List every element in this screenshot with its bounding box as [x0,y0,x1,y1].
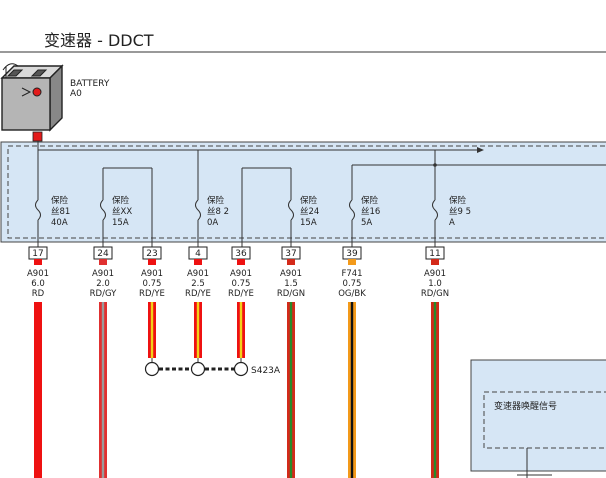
pin-terminal [237,259,245,265]
fuse-1-line1: 保险 [51,195,69,206]
wire-stripe [196,302,200,358]
splice-s423a: S423A [144,358,281,377]
wire-size: 0.75 [232,279,251,289]
wire-color-code: OG/BK [338,289,366,299]
transmission-module: 变速器唤醒信号 [470,359,606,478]
wire-stripe [433,302,437,478]
pin-number: 11 [429,249,440,259]
busbar-lines [37,141,606,247]
fuse-2-line2: 丝XX [112,206,132,217]
pin-terminal [431,259,439,265]
wire-connector: A901 [141,269,163,279]
wire-connector: F741 [341,269,362,279]
pin-number: 23 [146,249,157,259]
wire-color-code: RD/YE [139,289,165,299]
fuse-3-rating: 0A [207,218,218,228]
fuse-box [0,141,606,243]
fuse-5-line2: 丝16 [361,206,380,217]
wire-size: 2.0 [96,279,110,289]
splice-node-1 [144,361,160,377]
module-label: 变速器唤醒信号 [494,400,557,412]
pin-number: 24 [97,249,109,259]
page-title: 变速器 - DDCT [44,31,154,50]
wire-size: 6.0 [31,279,45,289]
battery-terminal [32,131,43,142]
fuse-5: 保险 丝16 5A [349,195,380,247]
wire-color-code: RD/YE [185,289,211,299]
wire-color-code: RD/GY [90,289,117,299]
wire-stripe [350,302,354,478]
wire-connector: A901 [187,269,209,279]
fuse-1-line2: 丝81 [51,206,70,217]
pin-terminal [148,259,156,265]
battery-code: A0 [70,89,82,99]
wire-size: 1.0 [428,279,442,289]
fuse-4-line1: 保险 [300,195,318,206]
fuse-6-line2: 丝9 5 [449,206,471,217]
wire-size: 2.5 [191,279,205,289]
pin-terminal [194,259,202,265]
fuse-1-rating: 40A [51,218,68,228]
pin-number: 17 [32,249,43,259]
fuse-4: 保险 丝24 15A [288,195,319,247]
wire-color-code: RD/YE [228,289,254,299]
fuse-3-line2: 丝8 2 [207,206,229,217]
fuse-5-line1: 保险 [361,195,379,206]
fuse-2-line1: 保险 [112,195,130,206]
wire-connector: A901 [27,269,49,279]
wire-size: 0.75 [143,279,162,289]
fuse-1: 保险 丝81 40A [35,195,70,247]
fuse-4-line2: 丝24 [300,206,319,217]
pin-terminal [34,259,42,265]
splice-node-3 [233,361,249,377]
fuse-6-line1: 保险 [449,195,467,206]
splice-label: S423A [251,366,281,376]
wire-connector: A901 [424,269,446,279]
wire-size: 1.5 [284,279,298,289]
fuse-5-rating: 5A [361,218,372,228]
wire-color-code: RD/GN [277,289,305,299]
fuse-6: 保险 丝9 5 A [432,195,471,247]
wire-connector: A901 [230,269,252,279]
wire-color-code: RD/GN [421,289,449,299]
fuse-3: 保险 丝8 2 0A [195,195,229,247]
wire-connector: A901 [280,269,302,279]
pin-number: 36 [235,249,247,259]
fuse-3-line1: 保险 [207,195,225,206]
wire-color-code: RD [32,289,45,299]
pin-terminal [99,259,107,265]
wire-connector: A901 [92,269,114,279]
fuse-6-rating: A [449,218,455,228]
wire-stub [34,302,42,478]
connector-pins: 17A9016.0RD24A9012.0RD/GY23A9010.75RD/YE… [27,246,449,478]
battery-icon [0,63,64,132]
wire-stripe [289,302,293,478]
fuse-2-rating: 15A [112,218,129,228]
fuse-box-inner-border [7,145,606,239]
wire-stripe [101,302,105,478]
pin-terminal [348,259,356,265]
wire-stripe [150,302,154,358]
wire-size: 0.75 [343,279,362,289]
pin-number: 39 [346,249,358,259]
pin-number: 37 [285,249,296,259]
splice-node-2 [190,361,206,377]
wire-stripe [239,302,243,358]
battery-name: BATTERY [70,79,110,89]
fuse-2: 保险 丝XX 15A [100,195,132,247]
pin-number: 4 [195,249,201,259]
pin-terminal [287,259,295,265]
fuse-4-rating: 15A [300,218,317,228]
